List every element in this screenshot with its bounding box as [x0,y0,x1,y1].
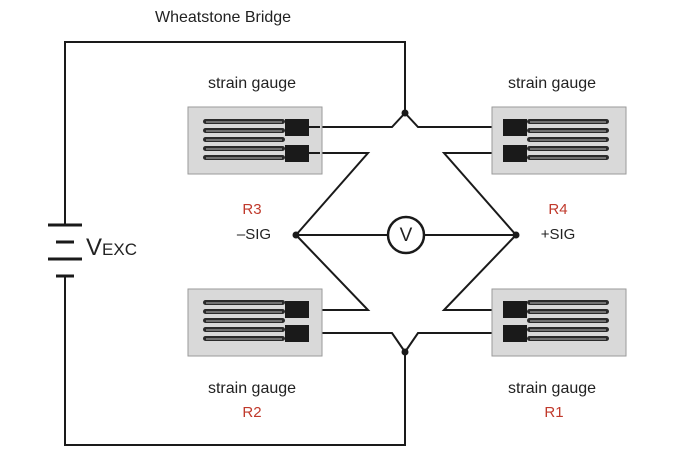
resistor-label-r1: R1 [544,404,564,421]
signal-label-minus: –SIG [236,226,272,243]
excitation-voltage-label: VEXC [86,236,137,260]
bridge-nodes [292,109,520,356]
diagram-title: Wheatstone Bridge [155,9,292,26]
resistor-label-r2: R2 [242,404,262,421]
resistor-label-r4: R4 [548,201,568,218]
excitation-voltage-main: V [86,234,103,261]
voltmeter-label: V [399,225,413,246]
strain-gauge-bottom-left [187,288,323,357]
gauge-caption-bottom-right: strain gauge [507,380,597,397]
bridge-wires [295,112,517,353]
excitation-voltage-sub: EXC [102,240,137,259]
excitation-wires [64,41,406,446]
strain-gauge-bottom-right [491,288,627,357]
voltmeter-icon [386,215,426,255]
gauge-caption-top-right: strain gauge [507,75,597,92]
battery-icon [48,223,82,278]
gauge-caption-top-left: strain gauge [207,75,297,92]
strain-gauge-top-left [187,106,323,175]
strain-gauge-top-right [491,106,627,175]
gauge-caption-bottom-left: strain gauge [207,380,297,397]
resistor-label-r3: R3 [242,201,262,218]
signal-label-plus: +SIG [540,226,576,243]
